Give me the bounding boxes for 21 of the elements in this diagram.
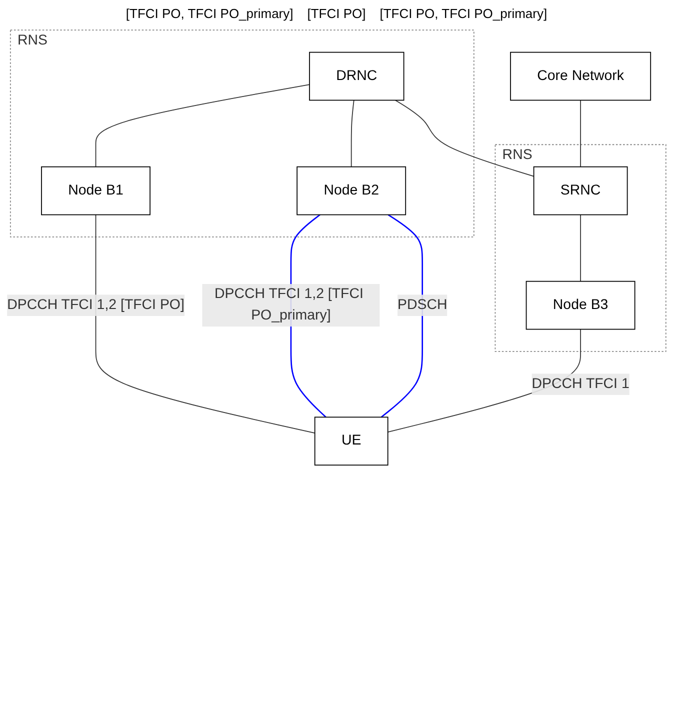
node-box: SRNC xyxy=(533,166,628,216)
node-box: Node B3 xyxy=(526,280,636,330)
edge-label: DPCCH TFCI 1,2 [TFCI PO] xyxy=(7,297,184,312)
connector xyxy=(350,100,354,168)
message-label: [TFCI PO] xyxy=(307,6,366,21)
node-box: UE xyxy=(314,416,388,466)
connector xyxy=(580,214,581,282)
connector xyxy=(95,84,310,168)
connector xyxy=(580,100,581,168)
message-label: [TFCI PO, TFCI PO_primary] xyxy=(380,6,548,21)
edge-label: DPCCH TFCI 1,2 [TFCI PO_primary] xyxy=(214,286,364,324)
connector xyxy=(95,214,316,434)
connector xyxy=(394,100,534,177)
node-box: Node B2 xyxy=(296,166,406,216)
edge-label: DPCCH TFCI 1 xyxy=(532,376,630,392)
connector xyxy=(380,214,424,418)
node-box: DRNC xyxy=(309,52,404,101)
node-box: Node B1 xyxy=(41,166,150,216)
edge-label: PDSCH xyxy=(397,297,448,312)
message-label: [TFCI PO, TFCI PO_primary] xyxy=(126,6,294,21)
node-box: Core Network xyxy=(510,52,652,101)
